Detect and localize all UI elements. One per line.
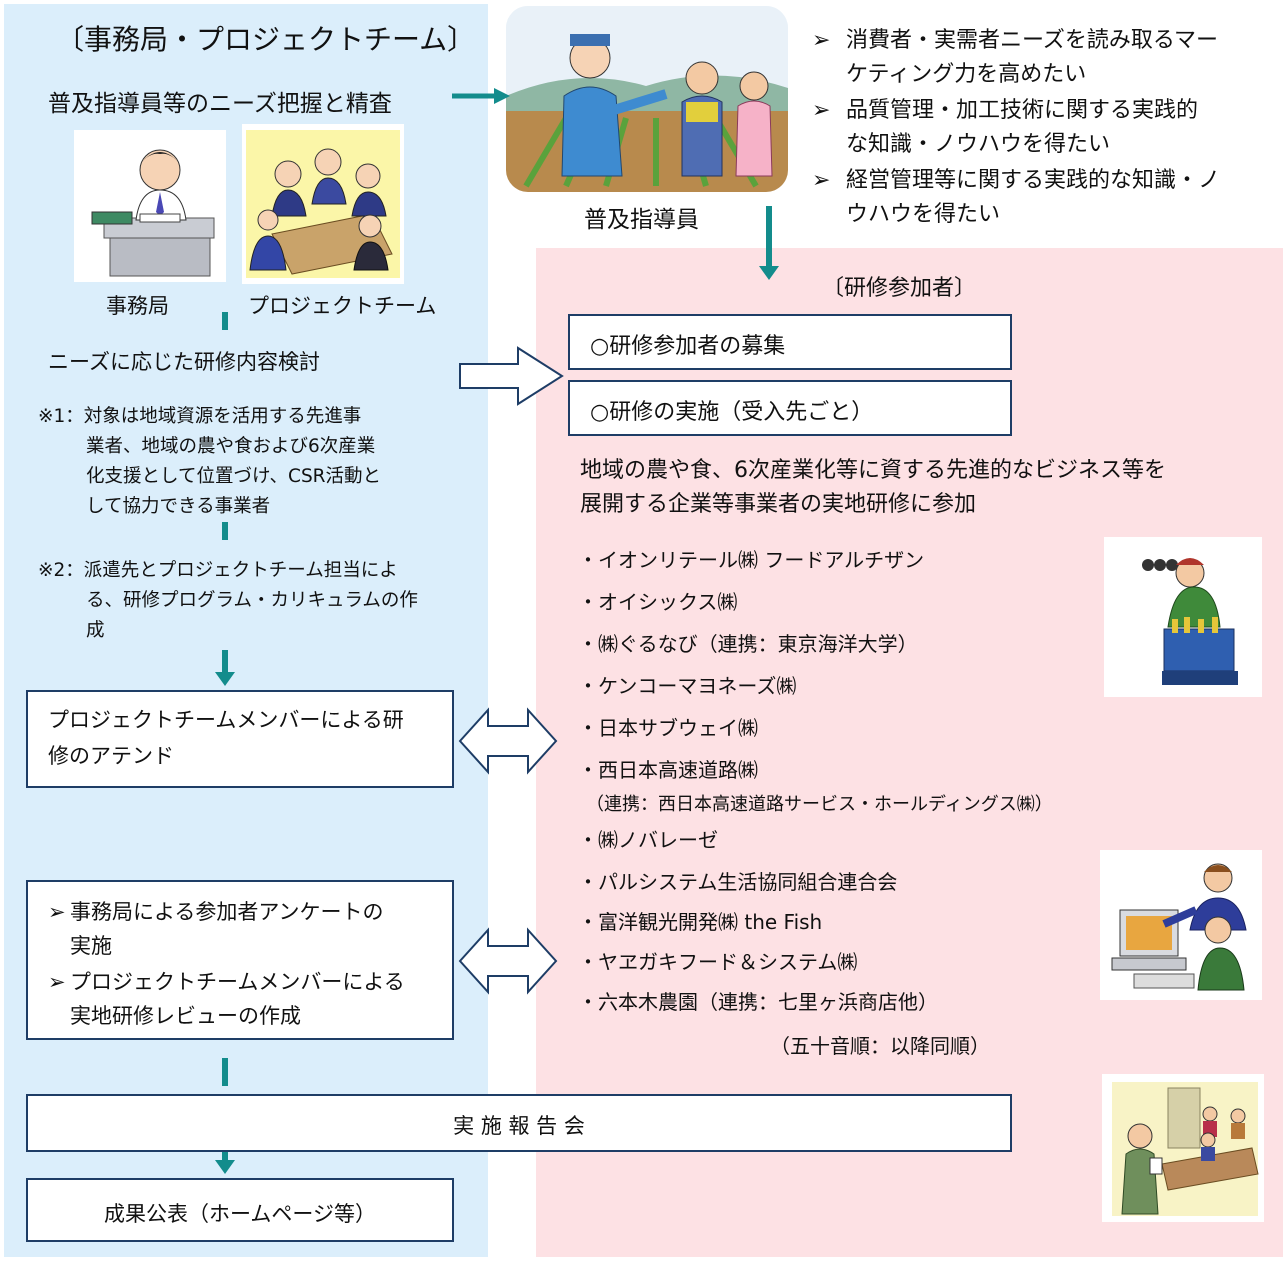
need-1-line2: ケティング力を高めたい [846, 62, 1087, 87]
arrow-down-icon [215, 1160, 235, 1174]
company-item: ・オイシックス㈱ [578, 590, 738, 614]
note1-line1: ※1：対象は地域資源を活用する先進事 [38, 406, 362, 427]
company-item: ・ヤヱガキフード＆システム㈱ [578, 950, 858, 974]
company-item: ・ケンコーマヨネーズ㈱ [578, 674, 797, 698]
hollow-arrow-right-icon [459, 346, 564, 406]
note2-line2: る、研修プログラム・カリキュラムの作 [86, 590, 418, 611]
bullet-arrow-icon: ➢ [812, 98, 831, 123]
publication-label: 成果公表（ホームページ等） [104, 1202, 376, 1226]
company-item: ・六本木農園（連携：七里ヶ浜商店他） [578, 990, 938, 1014]
description-line2: 展開する企業等事業者の実地研修に参加 [580, 492, 977, 517]
note2-line1: ※2：派遣先とプロジェクトチーム担当によ [38, 560, 398, 581]
survey-line2: 実施 [70, 934, 112, 958]
report-meeting-box: 実 施 報 告 会 [26, 1094, 1012, 1152]
double-arrow-icon [458, 927, 558, 995]
arrow-right-icon [452, 88, 510, 104]
recruit-box: ○研修参加者の募集 [568, 314, 1012, 370]
note1-line2: 業者、地域の農や食および6次産業 [86, 436, 376, 457]
project-team-label: プロジェクトチーム [248, 294, 437, 318]
bullet-arrow-icon: ➢ [812, 168, 831, 193]
implement-label: ○研修の実施（受入先ごと） [590, 400, 874, 425]
arrow-down-icon [759, 266, 779, 280]
extension-worker-label: 普及指導員 [584, 207, 699, 233]
need-3-line1: ➢ 経営管理等に関する実践的な知識・ノ [812, 162, 1220, 194]
arrow-down-icon [215, 672, 235, 686]
survey-text-1: 事務局による参加者アンケートの [70, 900, 384, 924]
need-2-line2: な知識・ノウハウを得たい [846, 132, 1111, 157]
note1-line3: 化支援として位置づけ、CSR活動と [86, 466, 382, 487]
office-worker-illustration [74, 130, 226, 282]
review-box: ➢事務局による参加者アンケートの 実施 ➢プロジェクトチームメンバーによる 実地… [26, 880, 454, 1040]
connector-2 [222, 522, 228, 540]
computer-work-illustration [1100, 850, 1262, 1000]
need-1-text: 消費者・実需者ニーズを読み取るマー [846, 28, 1219, 53]
attend-box: プロジェクトチームメンバーによる研 修のアテンド [26, 690, 454, 788]
connector-5 [222, 1152, 228, 1162]
survey-line1: ➢事務局による参加者アンケートの [48, 896, 384, 926]
note1-line4: して協力できる事業者 [86, 496, 271, 517]
company-item: ・㈱ぐるなび（連携：東京海洋大学） [578, 632, 918, 656]
company-item: ・西日本高速道路㈱ [578, 758, 758, 782]
implement-box: ○研修の実施（受入先ごと） [568, 380, 1012, 436]
double-arrow-icon [458, 707, 558, 775]
connector-4 [222, 1058, 228, 1086]
connector-3 [222, 650, 228, 672]
note2-line3: 成 [86, 620, 105, 641]
recruit-label: ○研修参加者の募集 [590, 334, 786, 359]
company-item: ・イオンリテール㈱ フードアルチザン [578, 548, 925, 572]
delivery-worker-illustration [1104, 537, 1262, 697]
field-guidance-illustration [506, 6, 788, 192]
order-note: （五十音順：以降同順） [770, 1034, 990, 1058]
needs-assessment-line: 普及指導員等のニーズ把握と精査 [48, 91, 392, 117]
report-meeting-illustration [1102, 1074, 1264, 1222]
bullet-arrow-icon: ➢ [812, 28, 831, 53]
team-meeting-illustration [242, 124, 404, 284]
company-item: ・日本サブウェイ㈱ [578, 716, 758, 740]
need-3-text: 経営管理等に関する実践的な知識・ノ [846, 168, 1221, 193]
company-item: ・富洋観光開発㈱ the Fish [578, 910, 823, 934]
review-text-1: プロジェクトチームメンバーによる [70, 970, 405, 994]
bullet-arrow-icon: ➢ [48, 970, 66, 994]
connector-1 [222, 312, 228, 330]
company-item: ・㈱ノバレーゼ [578, 828, 718, 852]
review-line2: 実地研修レビューの作成 [70, 1004, 301, 1028]
need-1-line1: ➢ 消費者・実需者ニーズを読み取るマー [812, 22, 1218, 54]
report-meeting-label: 実 施 報 告 会 [453, 1114, 585, 1138]
review-line1: ➢プロジェクトチームメンバーによる [48, 966, 405, 996]
need-2-text: 品質管理・加工技術に関する実践的 [846, 98, 1199, 123]
secretariat-heading: 〔事務局・プロジェクトチーム〕 [56, 23, 476, 56]
publication-box: 成果公表（ホームページ等） [26, 1178, 454, 1242]
attend-line1: プロジェクトチームメンバーによる研 [48, 708, 404, 732]
attend-line2: 修のアテンド [48, 744, 174, 768]
need-2-line1: ➢ 品質管理・加工技術に関する実践的 [812, 92, 1198, 124]
participants-heading: 〔研修参加者〕 [822, 276, 977, 301]
bullet-arrow-icon: ➢ [48, 900, 66, 924]
training-content-line: ニーズに応じた研修内容検討 [48, 350, 320, 374]
description-line1: 地域の農や食、6次産業化等に資する先進的なビジネス等を [580, 458, 1166, 483]
company-item-sub: （連携：西日本高速道路サービス・ホールディングス㈱） [586, 794, 1053, 815]
office-label: 事務局 [106, 294, 169, 318]
need-3-line2: ウハウを得たい [846, 202, 1001, 227]
company-item: ・パルシステム生活協同組合連合会 [578, 870, 898, 894]
connector-6 [766, 206, 772, 268]
